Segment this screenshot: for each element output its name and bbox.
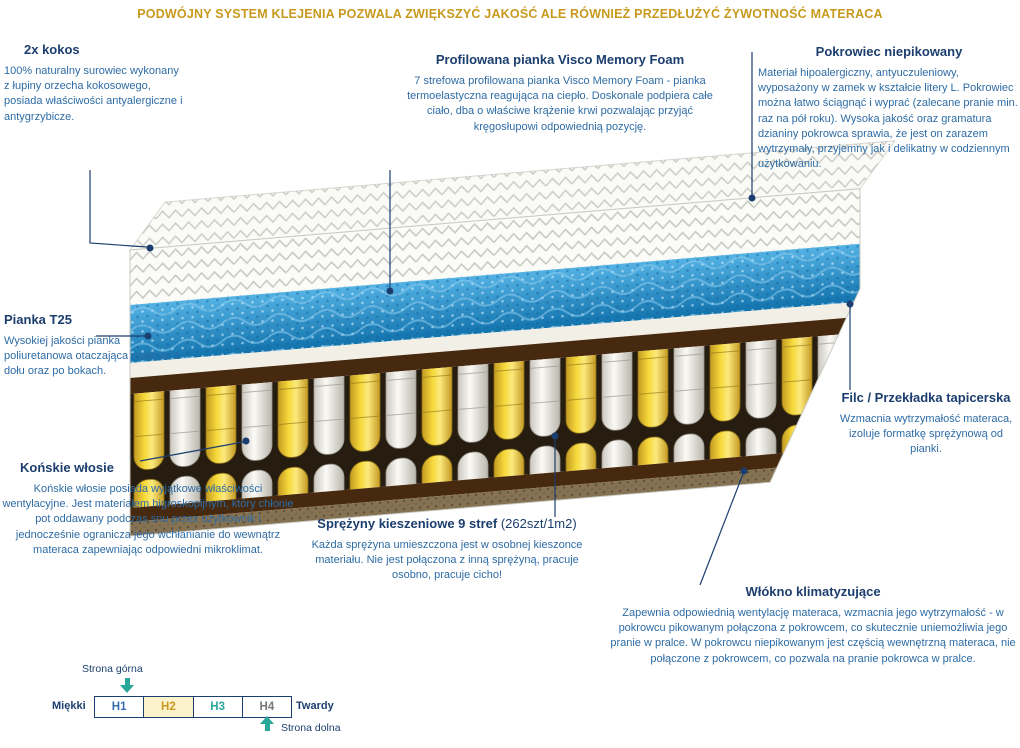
section-filc: Filc / Przekładka tapicerska Wzmacnia wy… xyxy=(832,390,1020,458)
scale-hard-label: Twardy xyxy=(296,700,334,712)
mattress-illustration xyxy=(128,140,897,537)
section-title-kokos: 2x kokos xyxy=(24,42,80,57)
banner: PODWÓJNY SYSTEM KLEJENIA POZWALA ZWIĘKSZ… xyxy=(137,7,883,21)
section-title-pianka-t25: Pianka T25 xyxy=(4,312,72,327)
layer-coconut-bottom xyxy=(130,446,860,522)
section-pokrowiec: Pokrowiec niepikowany Materiał hipoalerg… xyxy=(758,44,1020,172)
sprezyny-title-text: Sprężyny kieszeniowe 9 stref xyxy=(317,516,498,531)
section-title-konskie-wlosie: Końskie włosie xyxy=(20,460,114,475)
layer-coconut-top xyxy=(130,316,860,394)
section-title-visco: Profilowana pianka Visco Memory Foam xyxy=(435,52,685,67)
scale-soft-label: Miękki xyxy=(52,700,86,712)
firmness-scale: H1 H2 H3 H4 xyxy=(94,696,292,718)
firmness-cell[interactable]: H4 xyxy=(259,701,275,713)
layer-springs xyxy=(130,332,860,508)
layer-cover-front xyxy=(130,188,860,305)
section-title-wlokno: Włókno klimatyzujące xyxy=(745,584,881,599)
section-wlokno: Włókno klimatyzujące Zapewnia odpowiedni… xyxy=(606,584,1020,667)
sprezyny-title-suffix: (262szt/1m2) xyxy=(500,516,577,531)
scale-bottom-label: Strona dolna xyxy=(281,722,341,734)
section-pianka-t25: Pianka T25 Wysokiej jakości pianka poliu… xyxy=(4,312,180,380)
section-body-wlokno: Zapewnia odpowiednią wentylację materaca… xyxy=(610,607,1016,665)
section-title-sprezyny: Sprężyny kieszeniowe 9 stref (262szt/1m2… xyxy=(298,516,596,531)
firmness-cell[interactable]: H3 xyxy=(194,697,243,717)
layer-felt xyxy=(130,301,860,378)
section-body-pokrowiec: Materiał hipoalergiczny, antyuczuleniowy… xyxy=(758,67,1018,171)
section-body-sprezyny: Każda sprężyna umieszczona jest w osobne… xyxy=(311,539,583,582)
layer-visco-foam xyxy=(130,243,860,363)
section-title-pokrowiec: Pokrowiec niepikowany xyxy=(815,44,963,59)
section-kokos: 2x kokos 100% naturalny surowiec wykonan… xyxy=(4,42,186,125)
layer-base-foam xyxy=(130,460,860,536)
section-body-visco: 7 strefowa profilowana pianka Visco Memo… xyxy=(407,75,713,133)
section-body-filc: Wzmacnia wytrzymałość materaca, izoluje … xyxy=(839,413,1013,456)
arrow-up-icon xyxy=(260,716,274,731)
section-title-filc: Filc / Przekładka tapicerska xyxy=(841,390,1011,405)
firmness-cell[interactable]: H1 xyxy=(95,697,145,717)
section-body-kokos: 100% naturalny surowiec wykonany z łupin… xyxy=(4,65,183,123)
section-sprezyny: Sprężyny kieszeniowe 9 stref (262szt/1m2… xyxy=(298,516,596,584)
section-body-pianka-t25: Wysokiej jakości pianka poliuretanowa ot… xyxy=(4,335,180,378)
section-visco: Profilowana pianka Visco Memory Foam 7 s… xyxy=(396,52,724,135)
section-konskie-wlosie: Końskie włosie Końskie włosie posiada wy… xyxy=(2,460,294,558)
arrow-down-icon xyxy=(120,678,134,693)
scale-top-label: Strona górna xyxy=(82,663,143,675)
firmness-cell[interactable]: H2 xyxy=(144,697,194,717)
section-body-konskie-wlosie: Końskie włosie posiada wyjątkowe właściw… xyxy=(2,483,294,556)
